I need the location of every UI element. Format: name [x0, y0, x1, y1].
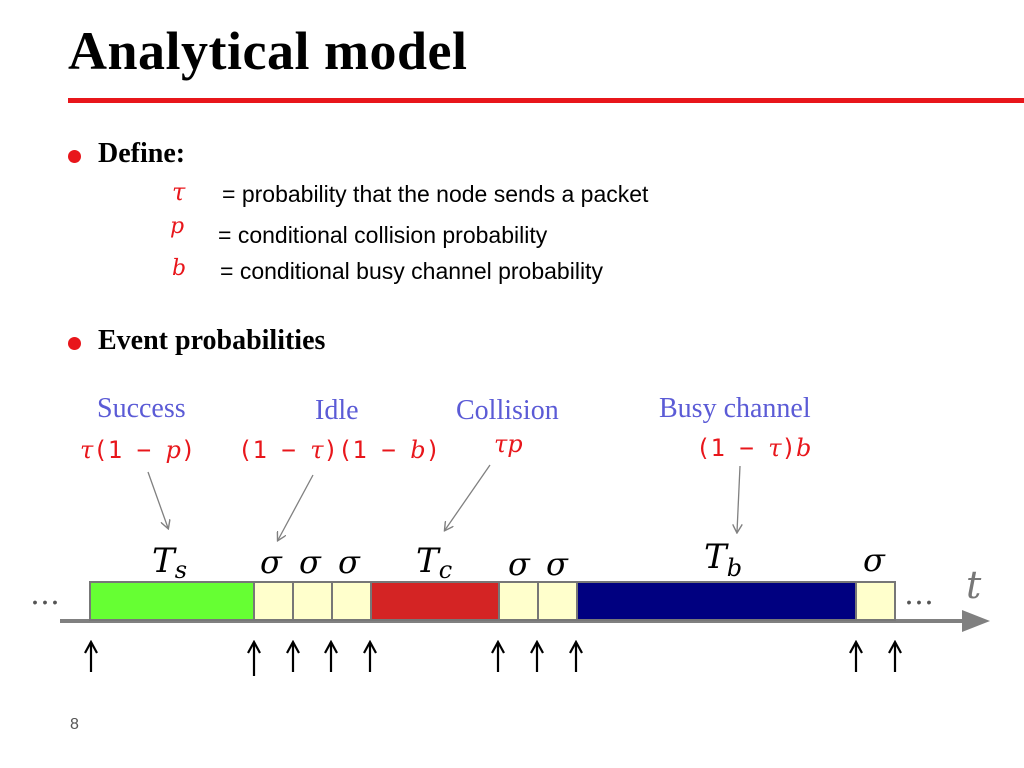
- segment-idle: [331, 581, 372, 621]
- label-sigma: σ: [863, 541, 886, 579]
- segment-collision: [370, 581, 500, 621]
- b-definition: = conditional busy channel probability: [220, 258, 603, 284]
- label-tc: Tc: [416, 541, 452, 584]
- event-expr-idle: (1 − τ)(1 − b): [238, 436, 441, 464]
- page-number: 8: [70, 716, 79, 733]
- event-label-busy: Busy channel: [659, 393, 811, 424]
- pointer-idle: [278, 474, 314, 540]
- tau-definition: = probability that the node sends a pack…: [222, 181, 649, 207]
- event-expr-success: τ(1 − p): [80, 436, 196, 464]
- bullet-define: [68, 150, 81, 163]
- label-sigma: σ: [299, 543, 322, 581]
- segment-busy: [576, 581, 857, 621]
- pointer-collision: [445, 464, 491, 530]
- tau-symbol: τ: [172, 178, 186, 206]
- label-sigma: σ: [508, 545, 531, 583]
- time-axis-arrowhead: [962, 610, 990, 632]
- pointer-success: [147, 471, 168, 528]
- bullet-events: [68, 337, 81, 350]
- event-label-idle: Idle: [315, 395, 359, 426]
- ellipsis-left: …: [30, 577, 60, 612]
- event-expr-busy: (1 − τ)b: [696, 434, 812, 462]
- event-expr-collision: τp: [494, 430, 523, 458]
- label-ts: Ts: [152, 541, 187, 584]
- event-label-collision: Collision: [456, 395, 559, 426]
- define-heading: Define:: [98, 138, 186, 169]
- event-label-success: Success: [97, 393, 186, 424]
- segment-idle: [537, 581, 578, 621]
- label-tb: Tb: [704, 537, 742, 582]
- segment-idle: [253, 581, 294, 621]
- segment-idle: [855, 581, 896, 621]
- slide-title: Analytical model: [68, 21, 468, 81]
- label-sigma: σ: [338, 543, 361, 581]
- p-symbol: p: [170, 214, 185, 239]
- segment-idle: [292, 581, 333, 621]
- b-symbol: b: [172, 256, 187, 281]
- segment-success: [89, 581, 255, 621]
- segment-idle: [498, 581, 539, 621]
- label-sigma: σ: [546, 545, 569, 583]
- label-sigma: σ: [260, 543, 283, 581]
- pointer-busy: [737, 465, 740, 532]
- title-underline: [68, 98, 1024, 103]
- p-definition: = conditional collision probability: [218, 222, 548, 248]
- events-heading: Event probabilities: [98, 325, 326, 356]
- axis-label-t: t: [966, 563, 982, 607]
- ellipsis-right: …: [904, 577, 934, 612]
